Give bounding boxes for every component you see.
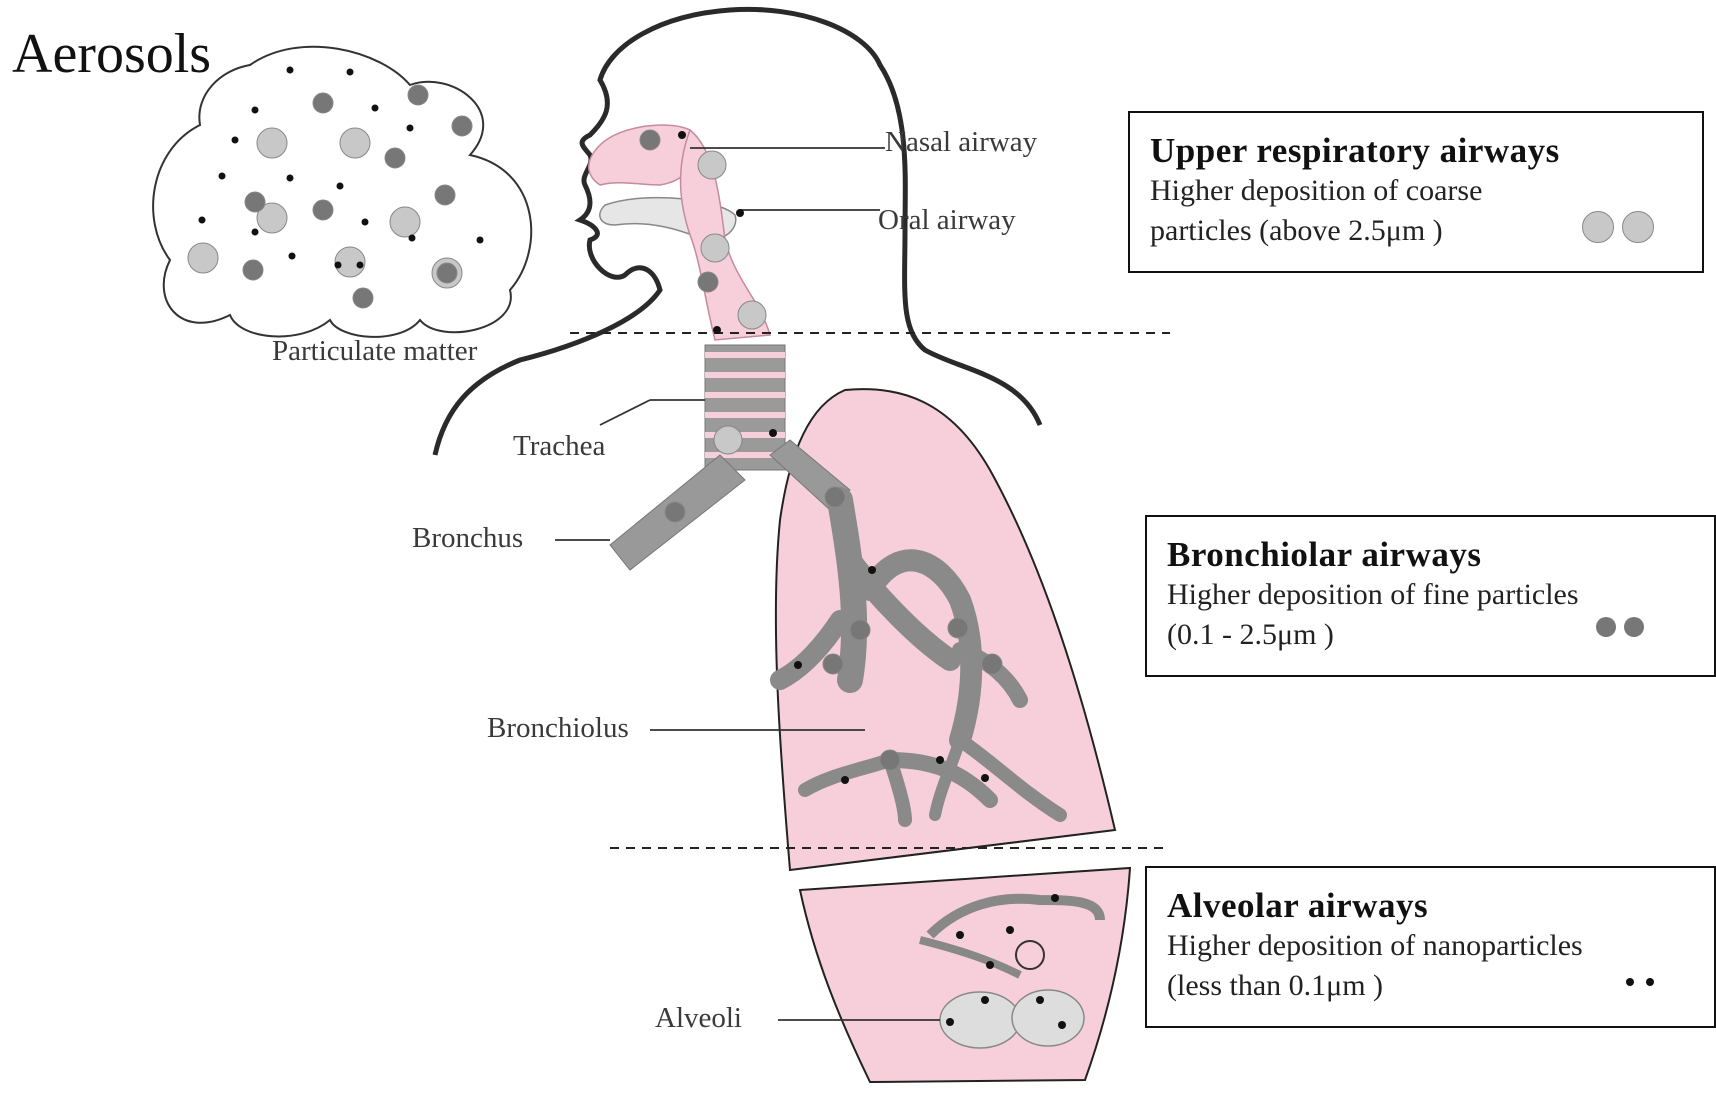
nano-particle xyxy=(477,237,484,244)
nano-particle xyxy=(232,137,239,144)
nano-particle xyxy=(372,105,379,112)
bronchus-label: Bronchus xyxy=(412,522,523,555)
upper-airways-heading: Upper respiratory airways xyxy=(1150,131,1682,171)
coarse-particle-icon xyxy=(1622,211,1654,243)
bronchiolus-label: Bronchiolus xyxy=(487,712,629,745)
nano-particle xyxy=(868,566,876,574)
nano-particle xyxy=(841,776,849,784)
alveolar-airways-line2: (less than 0.1μm ) xyxy=(1167,966,1694,1006)
nano-particle-icon xyxy=(1626,978,1634,986)
coarse-particle xyxy=(701,234,729,262)
fine-particle xyxy=(353,288,373,308)
nano-particle xyxy=(199,217,206,224)
trachea-ring xyxy=(705,352,785,358)
nano-particle xyxy=(1051,894,1059,902)
nano-particle xyxy=(1036,996,1044,1004)
fine-particle xyxy=(452,116,472,136)
fine-particle xyxy=(243,260,263,280)
coarse-particle-icon xyxy=(1582,211,1614,243)
nano-particle xyxy=(1058,1021,1066,1029)
fine-particle xyxy=(435,185,455,205)
coarse-particle xyxy=(188,243,218,273)
coarse-particle xyxy=(738,301,766,329)
fine-particle xyxy=(698,272,718,292)
nano-particle-legend xyxy=(1626,978,1654,986)
fine-particle xyxy=(982,654,1002,674)
bronchiolar-airways-heading: Bronchiolar airways xyxy=(1167,535,1694,575)
fine-particle xyxy=(665,502,685,522)
nano-particle xyxy=(794,661,802,669)
bronchiolar-airways-line1: Higher deposition of fine particles xyxy=(1167,575,1694,615)
upper-airways-line1: Higher deposition of coarse xyxy=(1150,171,1682,211)
coarse-particle xyxy=(698,151,726,179)
coarse-particle xyxy=(714,426,742,454)
nano-particle xyxy=(713,326,721,334)
trachea-ring xyxy=(705,392,785,398)
nano-particle xyxy=(407,125,414,132)
alveoli-label: Alveoli xyxy=(655,1002,742,1035)
trachea-ring xyxy=(705,372,785,378)
fine-particle xyxy=(880,750,900,770)
fine-particle xyxy=(385,148,405,168)
nano-particle xyxy=(287,67,294,74)
coarse-particle xyxy=(257,128,287,158)
fine-particle-icon xyxy=(1624,617,1644,637)
nano-particle xyxy=(287,175,294,182)
diagram-title: Aerosols xyxy=(12,22,211,86)
nasal-passage xyxy=(589,125,694,185)
fine-particle xyxy=(948,618,968,638)
nano-particle xyxy=(981,774,989,782)
fine-particle xyxy=(313,200,333,220)
coarse-particle-legend xyxy=(1582,211,1654,243)
fine-particle xyxy=(823,654,843,674)
nano-particle xyxy=(769,429,777,437)
nano-particle-icon xyxy=(1646,978,1654,986)
nano-particle xyxy=(335,262,342,269)
fine-particle xyxy=(408,85,428,105)
nasal-airway-label: Nasal airway xyxy=(885,126,1037,159)
fine-particle xyxy=(825,487,845,507)
nano-particle xyxy=(252,229,259,236)
nano-particle xyxy=(362,219,369,226)
aerosol-cloud xyxy=(153,47,531,337)
fine-particle-icon xyxy=(1596,617,1616,637)
alveolar-airways-box: Alveolar airways Higher deposition of na… xyxy=(1145,866,1716,1028)
nano-particle xyxy=(736,209,744,217)
upper-airways-box: Upper respiratory airways Higher deposit… xyxy=(1128,111,1704,273)
nano-particle xyxy=(347,69,354,76)
nano-particle xyxy=(936,756,944,764)
nano-particle xyxy=(219,173,226,180)
alveolar-airways-heading: Alveolar airways xyxy=(1167,886,1694,926)
nano-particle xyxy=(981,996,989,1004)
trachea xyxy=(705,345,785,470)
coarse-particle xyxy=(340,128,370,158)
nano-particle xyxy=(678,131,686,139)
fine-particle xyxy=(245,192,265,212)
trachea-ring xyxy=(705,412,785,418)
fine-particle xyxy=(640,130,660,150)
nano-particle xyxy=(252,107,259,114)
oral-airway-label: Oral airway xyxy=(878,204,1016,237)
nano-particle xyxy=(357,262,364,269)
nano-particle xyxy=(289,253,296,260)
fine-particle xyxy=(313,93,333,113)
particulate-matter-label: Particulate matter xyxy=(272,335,477,368)
nano-particle xyxy=(337,183,344,190)
fine-particle xyxy=(850,620,870,640)
nano-particle xyxy=(956,931,964,939)
fine-particle xyxy=(437,263,457,283)
coarse-particle xyxy=(390,207,420,237)
fine-particle-legend xyxy=(1596,617,1644,637)
alveolar-airways-line1: Higher deposition of nanoparticles xyxy=(1167,926,1694,966)
nano-particle xyxy=(986,961,994,969)
bronchiolar-airways-box: Bronchiolar airways Higher deposition of… xyxy=(1145,515,1716,677)
trachea-label: Trachea xyxy=(513,430,605,463)
nano-particle xyxy=(409,235,416,242)
nano-particle xyxy=(1006,926,1014,934)
nano-particle xyxy=(946,1018,954,1026)
